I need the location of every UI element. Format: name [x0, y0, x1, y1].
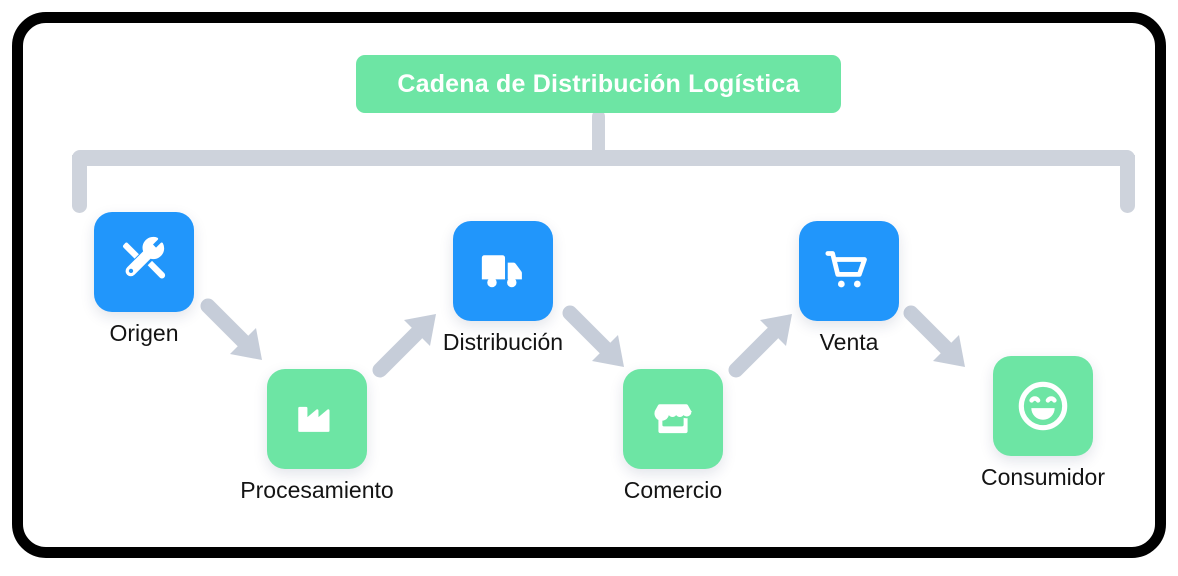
node-consumidor-card[interactable] — [993, 356, 1093, 456]
diagram-title-text: Cadena de Distribución Logística — [397, 69, 800, 98]
node-procesamiento-card[interactable] — [267, 369, 367, 469]
node-comercio[interactable]: Comercio — [623, 369, 723, 503]
arrow-venta-to-consumidor — [903, 305, 983, 390]
arrow-procesamiento-to-distribucion — [372, 300, 452, 385]
diagram-title-badge: Cadena de Distribución Logística — [356, 55, 841, 113]
tools-icon — [118, 236, 170, 288]
node-distribucion-label: Distribución — [442, 329, 564, 355]
factory-icon — [292, 394, 342, 444]
node-origen-label: Origen — [109, 320, 179, 346]
smiley-face-icon — [1015, 378, 1071, 434]
arrow-origen-to-procesamiento — [200, 298, 280, 383]
node-origen[interactable]: Origen — [94, 212, 194, 346]
node-procesamiento[interactable]: Procesamiento — [240, 369, 394, 503]
node-venta[interactable]: Venta — [799, 221, 899, 355]
bracket-leg-left — [72, 155, 87, 213]
arrow-comercio-to-venta — [728, 300, 808, 385]
truck-icon — [476, 244, 530, 298]
bracket-leg-right — [1120, 155, 1135, 213]
node-venta-card[interactable] — [799, 221, 899, 321]
node-comercio-card[interactable] — [623, 369, 723, 469]
node-comercio-label: Comercio — [623, 477, 723, 503]
arrow-distribucion-to-comercio — [562, 305, 642, 390]
node-venta-label: Venta — [819, 329, 879, 355]
node-distribucion[interactable]: Distribución — [443, 221, 563, 355]
storefront-icon — [648, 394, 698, 444]
node-consumidor[interactable]: Consumidor — [981, 356, 1105, 490]
bracket-horizontal-bar — [72, 150, 1135, 166]
node-procesamiento-label: Procesamiento — [240, 477, 394, 503]
node-consumidor-label: Consumidor — [981, 464, 1105, 490]
node-distribucion-card[interactable] — [453, 221, 553, 321]
node-origen-card[interactable] — [94, 212, 194, 312]
shopping-cart-icon — [822, 244, 876, 298]
bracket-center-stub — [592, 110, 605, 155]
